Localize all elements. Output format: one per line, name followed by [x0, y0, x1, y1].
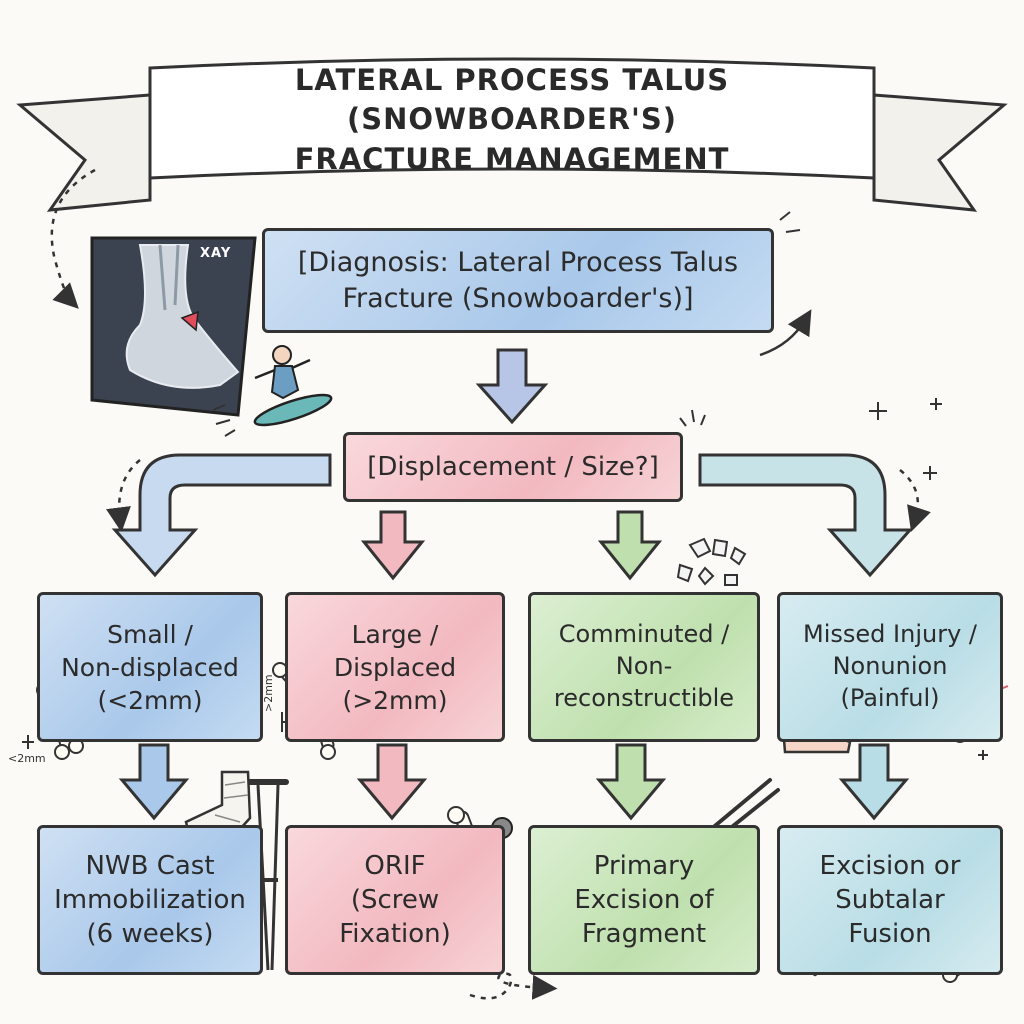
decor-arrow [759, 309, 812, 357]
category-comminuted: Comminuted / Non- reconstructible [528, 592, 760, 742]
category-small-nondisplaced: Small / Non-displaced (<2mm) [37, 592, 263, 742]
category-large-displaced: Large / Displaced (>2mm) [285, 592, 505, 742]
small-measure-label: <2mm [8, 752, 46, 765]
arrow-down [597, 510, 663, 581]
treatment-excision-or-fusion: Excision or Subtalar Fusion [777, 825, 1003, 975]
arrow-right-branch [698, 453, 914, 578]
xray-label: XAY [200, 246, 232, 261]
arrow-down [595, 743, 667, 821]
crutch-icon [247, 779, 289, 971]
snowboarder-icon [212, 345, 333, 437]
treatment-primary-excision: Primary Excision of Fragment [528, 825, 760, 975]
decor-dotted-arrow [899, 469, 931, 532]
arrow-down [475, 348, 549, 425]
category-missed-nonunion: Missed Injury / Nonunion (Painful) [777, 592, 1003, 742]
bone-fragments-icon [676, 537, 747, 586]
decision-box: [Displacement / Size?] [343, 432, 683, 502]
arrow-down [118, 743, 190, 821]
page-title: LATERAL PROCESS TALUS (SNOWBOARDER'S) FR… [294, 63, 730, 176]
decor-dotted-arrow [50, 168, 96, 309]
decor-dotted-arrow [469, 972, 558, 1000]
arrow-down [360, 510, 426, 581]
title-banner [16, 57, 1008, 212]
arrow-left-branch [111, 453, 332, 578]
arrow-down [838, 743, 910, 821]
decor-dotted-arrow [106, 459, 141, 533]
treatment-nwb-cast: NWB Cast Immobilization (6 weeks) [37, 825, 263, 975]
xray-ankle-icon [90, 236, 257, 417]
sparkle-icon [679, 211, 988, 760]
diagnosis-box: [Diagnosis: Lateral Process Talus Fractu… [262, 228, 774, 333]
measure-tick [22, 735, 34, 749]
large-measure-label: >2mm [262, 674, 275, 712]
treatment-orif: ORIF (Screw Fixation) [285, 825, 505, 975]
arrow-down [356, 743, 428, 821]
